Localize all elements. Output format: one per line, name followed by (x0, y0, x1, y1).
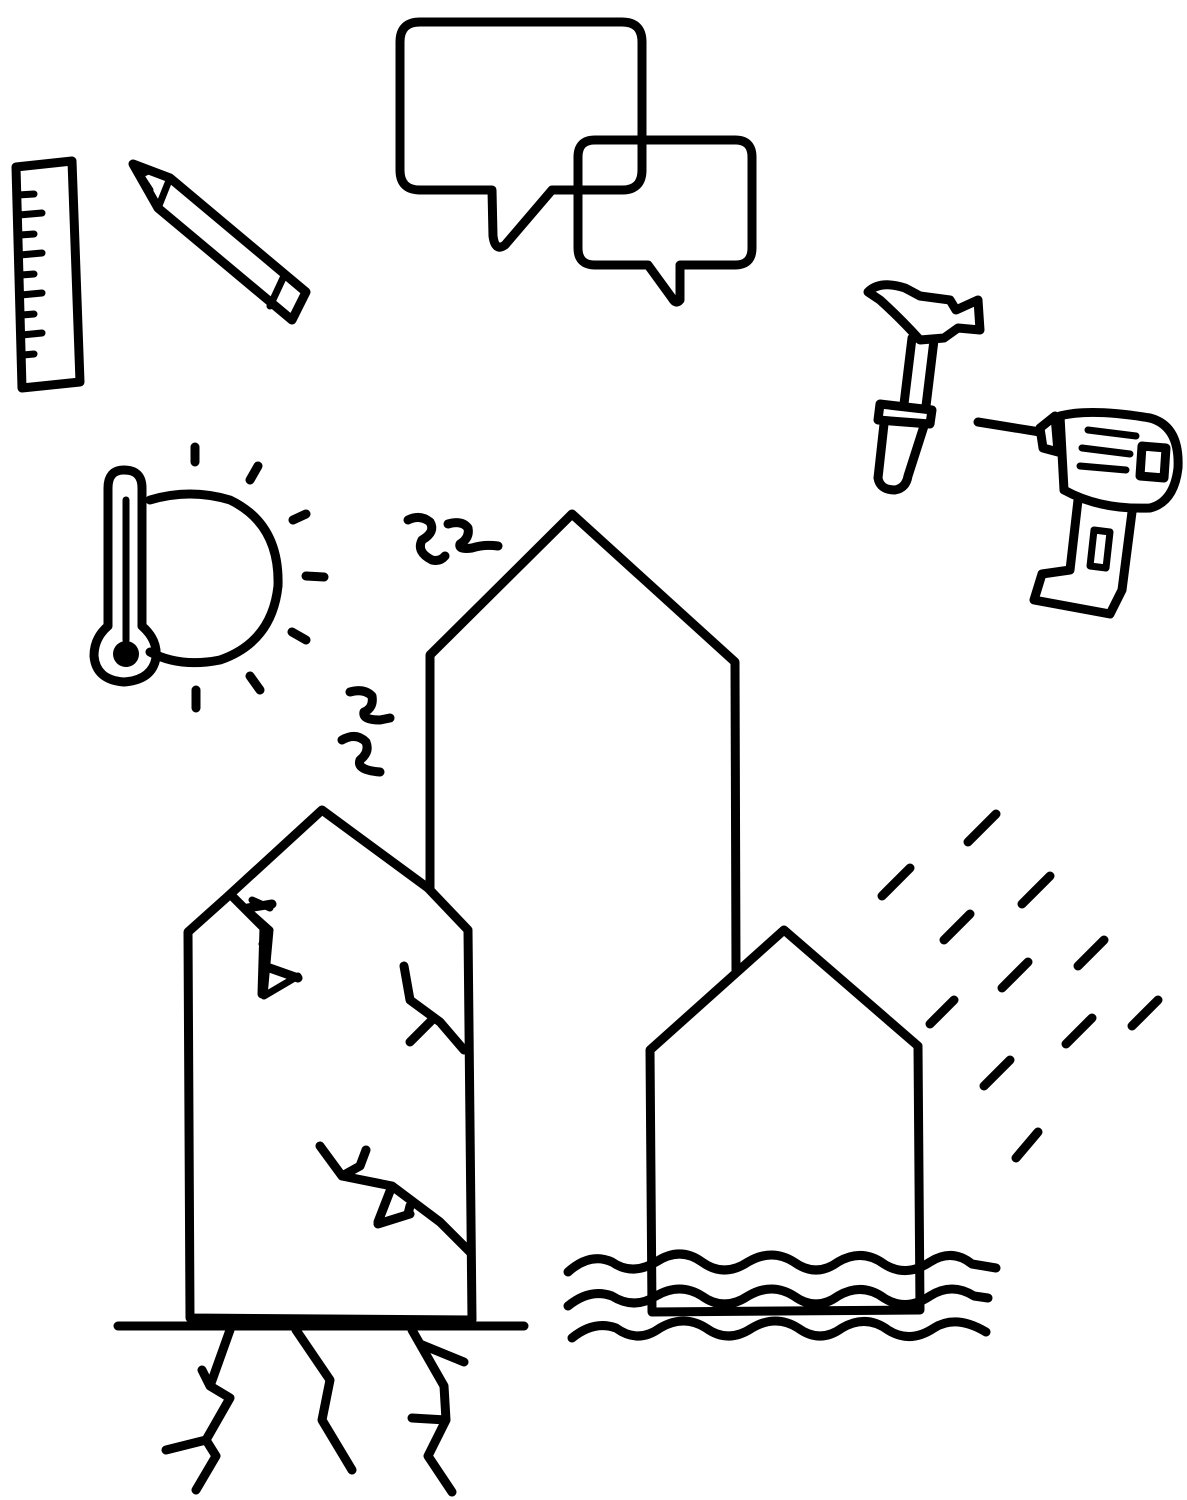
tall-building-icon (430, 514, 736, 970)
heat-wave-icon (342, 517, 498, 772)
cracked-building-icon (188, 810, 472, 1320)
speech-bubbles-icon (400, 22, 752, 302)
ground-cracks-icon (166, 1330, 464, 1492)
drill-icon (978, 412, 1178, 614)
rain-icon (882, 814, 1158, 1158)
hammer-icon (868, 285, 980, 490)
pencil-icon (133, 164, 306, 320)
sun-icon (150, 447, 324, 708)
ruler-icon (16, 161, 80, 388)
